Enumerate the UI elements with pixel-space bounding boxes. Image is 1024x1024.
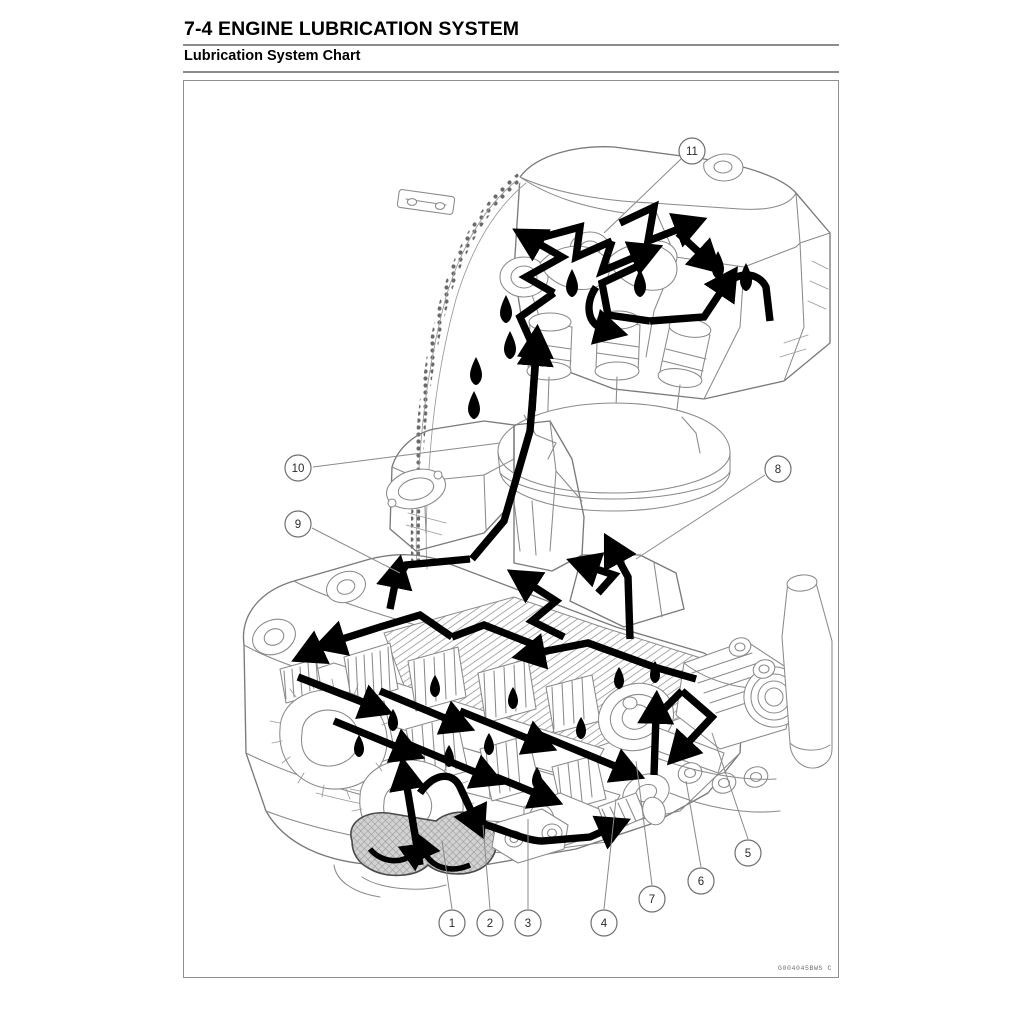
oil-droplets [354, 251, 752, 789]
callout-label-7: 7 [649, 894, 655, 906]
cylinder-head-assembly [396, 146, 831, 400]
callout-label-9: 9 [295, 519, 301, 531]
callout-label-2: 2 [487, 918, 493, 930]
callout-4[interactable]: 4 [590, 909, 618, 937]
callout-8[interactable]: 8 [764, 455, 792, 483]
section-title: Lubrication System Chart [184, 48, 361, 64]
callout-leader-5 [711, 732, 749, 840]
callout-7[interactable]: 7 [638, 885, 666, 913]
callout-label-1: 1 [449, 918, 455, 930]
callout-leader-11 [603, 158, 682, 234]
callout-label-8: 8 [775, 464, 781, 476]
callout-leader-4 [603, 798, 617, 910]
figure-frame: 1 2 3 4 5 [183, 80, 839, 978]
callout-leader-9 [311, 527, 401, 574]
callout-leader-7 [635, 760, 653, 886]
callout-leader-8 [635, 474, 766, 560]
callout-5[interactable]: 5 [734, 839, 762, 867]
callout-label-6: 6 [698, 876, 704, 888]
header-rule-top [183, 44, 839, 46]
callout-leader-1 [441, 840, 453, 910]
callout-3[interactable]: 3 [514, 909, 542, 937]
callout-leader-2 [482, 824, 491, 910]
callout-label-10: 10 [292, 463, 305, 475]
callout-label-11: 11 [686, 146, 698, 158]
figure-code: G004045BWS C [777, 965, 832, 972]
callout-2[interactable]: 2 [476, 909, 504, 937]
callout-11[interactable]: 11 [678, 137, 706, 165]
callout-6[interactable]: 6 [687, 867, 715, 895]
callout-label-5: 5 [745, 848, 751, 860]
callout-label-3: 3 [525, 918, 531, 930]
header-rule-bottom [183, 71, 839, 73]
page-title: 7-4 ENGINE LUBRICATION SYSTEM [184, 18, 520, 40]
callout-9[interactable]: 9 [284, 510, 312, 538]
callout-1[interactable]: 1 [438, 909, 466, 937]
callout-10[interactable]: 10 [284, 454, 312, 482]
callout-label-4: 4 [601, 918, 608, 930]
callout-leader-6 [685, 780, 702, 868]
callout-leader-10 [312, 442, 501, 468]
oil-flow-arrows [291, 200, 774, 872]
callout-group: 1 2 3 4 5 [284, 137, 792, 937]
engine-lubrication-diagram: 1 2 3 4 5 [242, 137, 833, 937]
